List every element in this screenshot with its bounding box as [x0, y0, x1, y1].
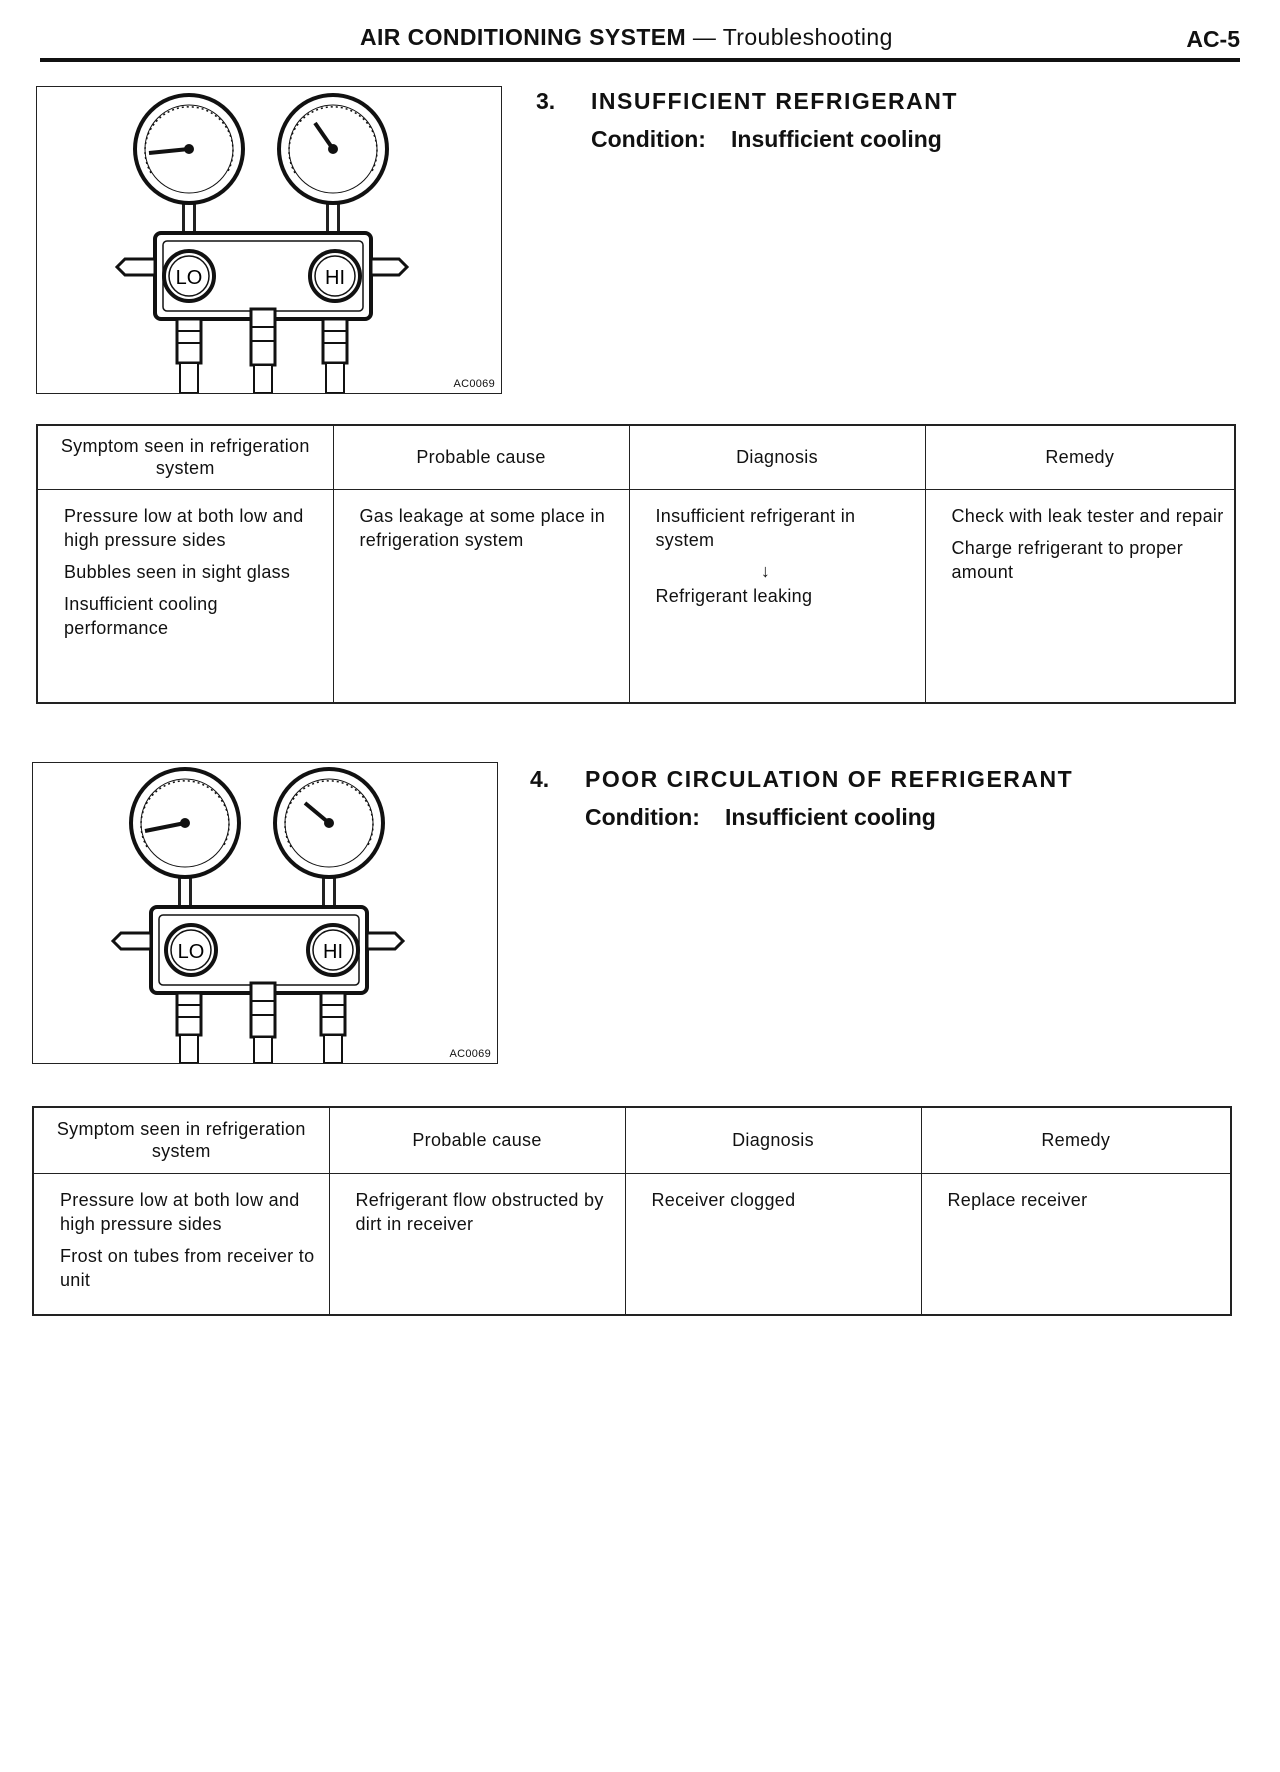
- gauge-figure-2: LO HI AC0069: [32, 762, 498, 1064]
- symptom-item: Frost on tubes from receiver to unit: [60, 1245, 315, 1290]
- symptom-cell: Pressure low at both low and high pressu…: [32, 1173, 330, 1315]
- lo-valve-knob: [162, 249, 216, 303]
- section-3-heading: 3. INSUFFICIENT REFRIGERANT Condition: I…: [536, 88, 1236, 168]
- header-diagnosis: Diagnosis: [628, 424, 926, 490]
- lo-valve-knob: [164, 923, 218, 977]
- symptom-item: Insufficient cooling performance: [64, 593, 218, 638]
- troubleshooting-table-3: Symptom seen in refrigeration system Pro…: [36, 424, 1236, 704]
- symptom-cell: Pressure low at both low and high pressu…: [36, 489, 334, 703]
- low-gauge-needle: [148, 147, 190, 155]
- hi-knob-label: HI: [325, 267, 345, 289]
- manifold-gauge-drawing: LO HI: [110, 767, 406, 1063]
- probable-cause-cell: Refrigerant flow obstructed by dirt in r…: [328, 1173, 626, 1315]
- remedy-cell: Replace receiver: [920, 1173, 1232, 1315]
- header-remedy: Remedy: [920, 1106, 1232, 1174]
- diagnosis-item: Receiver clogged: [651, 1189, 796, 1210]
- page-number: AC-5: [1186, 26, 1240, 52]
- low-gauge-needle: [144, 821, 186, 833]
- header-probable-cause: Probable cause: [328, 1106, 626, 1174]
- remedy-item: Replace receiver: [947, 1189, 1088, 1210]
- symptom-item: Pressure low at both low and high pressu…: [64, 505, 304, 550]
- section-title: POOR CIRCULATION OF REFRIGERANT: [585, 766, 1074, 792]
- figure-code: AC0069: [453, 378, 495, 390]
- probable-cause-cell: Gas leakage at some place in refrigerati…: [332, 489, 630, 703]
- header-title-main: AIR CONDITIONING SYSTEM: [360, 24, 687, 50]
- probable-cause-text: Gas leakage at some place in refrigerati…: [359, 505, 606, 550]
- diagnosis-cell: Insufficient refrigerant in system ↓ Ref…: [628, 489, 926, 703]
- figure-code: AC0069: [449, 1048, 491, 1060]
- high-gauge-needle: [313, 121, 335, 151]
- condition-value: Insufficient cooling: [725, 804, 936, 830]
- condition-label: Condition:: [585, 804, 700, 830]
- header-probable-cause: Probable cause: [332, 424, 630, 490]
- header-title: AIR CONDITIONING SYSTEM — Troubleshootin…: [360, 24, 893, 51]
- section-title: INSUFFICIENT REFRIGERANT: [591, 88, 958, 114]
- header-remedy: Remedy: [924, 424, 1236, 490]
- probable-cause-text: Refrigerant flow obstructed by dirt in r…: [355, 1189, 604, 1234]
- condition-value: Insufficient cooling: [731, 126, 942, 152]
- lo-knob-label: LO: [176, 267, 203, 289]
- remedy-item: Charge refrigerant to proper amount: [951, 537, 1184, 582]
- remedy-item: Check with leak tester and repair: [951, 505, 1224, 526]
- header-diagnosis: Diagnosis: [624, 1106, 922, 1174]
- header-rule: [40, 58, 1240, 62]
- symptom-item: Bubbles seen in sight glass: [64, 561, 291, 582]
- high-gauge-needle: [303, 801, 331, 825]
- condition-label: Condition:: [591, 126, 706, 152]
- troubleshooting-table-4: Symptom seen in refrigeration system Pro…: [32, 1106, 1232, 1316]
- diagnosis-item: Insufficient refrigerant in system: [655, 505, 856, 550]
- symptom-item: Pressure low at both low and high pressu…: [60, 1189, 300, 1234]
- hi-valve-knob: [308, 249, 362, 303]
- manifold-gauge-drawing: LO HI: [114, 93, 410, 393]
- header-title-separator: —: [686, 24, 723, 50]
- header-symptom: Symptom seen in refrigeration system: [36, 424, 334, 490]
- diagnosis-cell: Receiver clogged: [624, 1173, 922, 1315]
- section-number: 4.: [530, 766, 550, 792]
- header-subtitle: Troubleshooting: [722, 24, 893, 50]
- diagnosis-item: Refrigerant leaking: [655, 585, 813, 606]
- hi-valve-knob: [306, 923, 360, 977]
- gauge-figure-1: LO HI AC0069: [36, 86, 502, 394]
- header-symptom: Symptom seen in refrigeration system: [32, 1106, 330, 1174]
- down-arrow-icon: ↓: [760, 560, 771, 581]
- page-header: AIR CONDITIONING SYSTEM — Troubleshootin…: [40, 14, 1240, 64]
- section-number: 3.: [536, 88, 556, 114]
- lo-knob-label: LO: [178, 941, 205, 963]
- remedy-cell: Check with leak tester and repair Charge…: [924, 489, 1236, 703]
- section-4-heading: 4. POOR CIRCULATION OF REFRIGERANT Condi…: [530, 766, 1230, 846]
- hi-knob-label: HI: [323, 941, 343, 963]
